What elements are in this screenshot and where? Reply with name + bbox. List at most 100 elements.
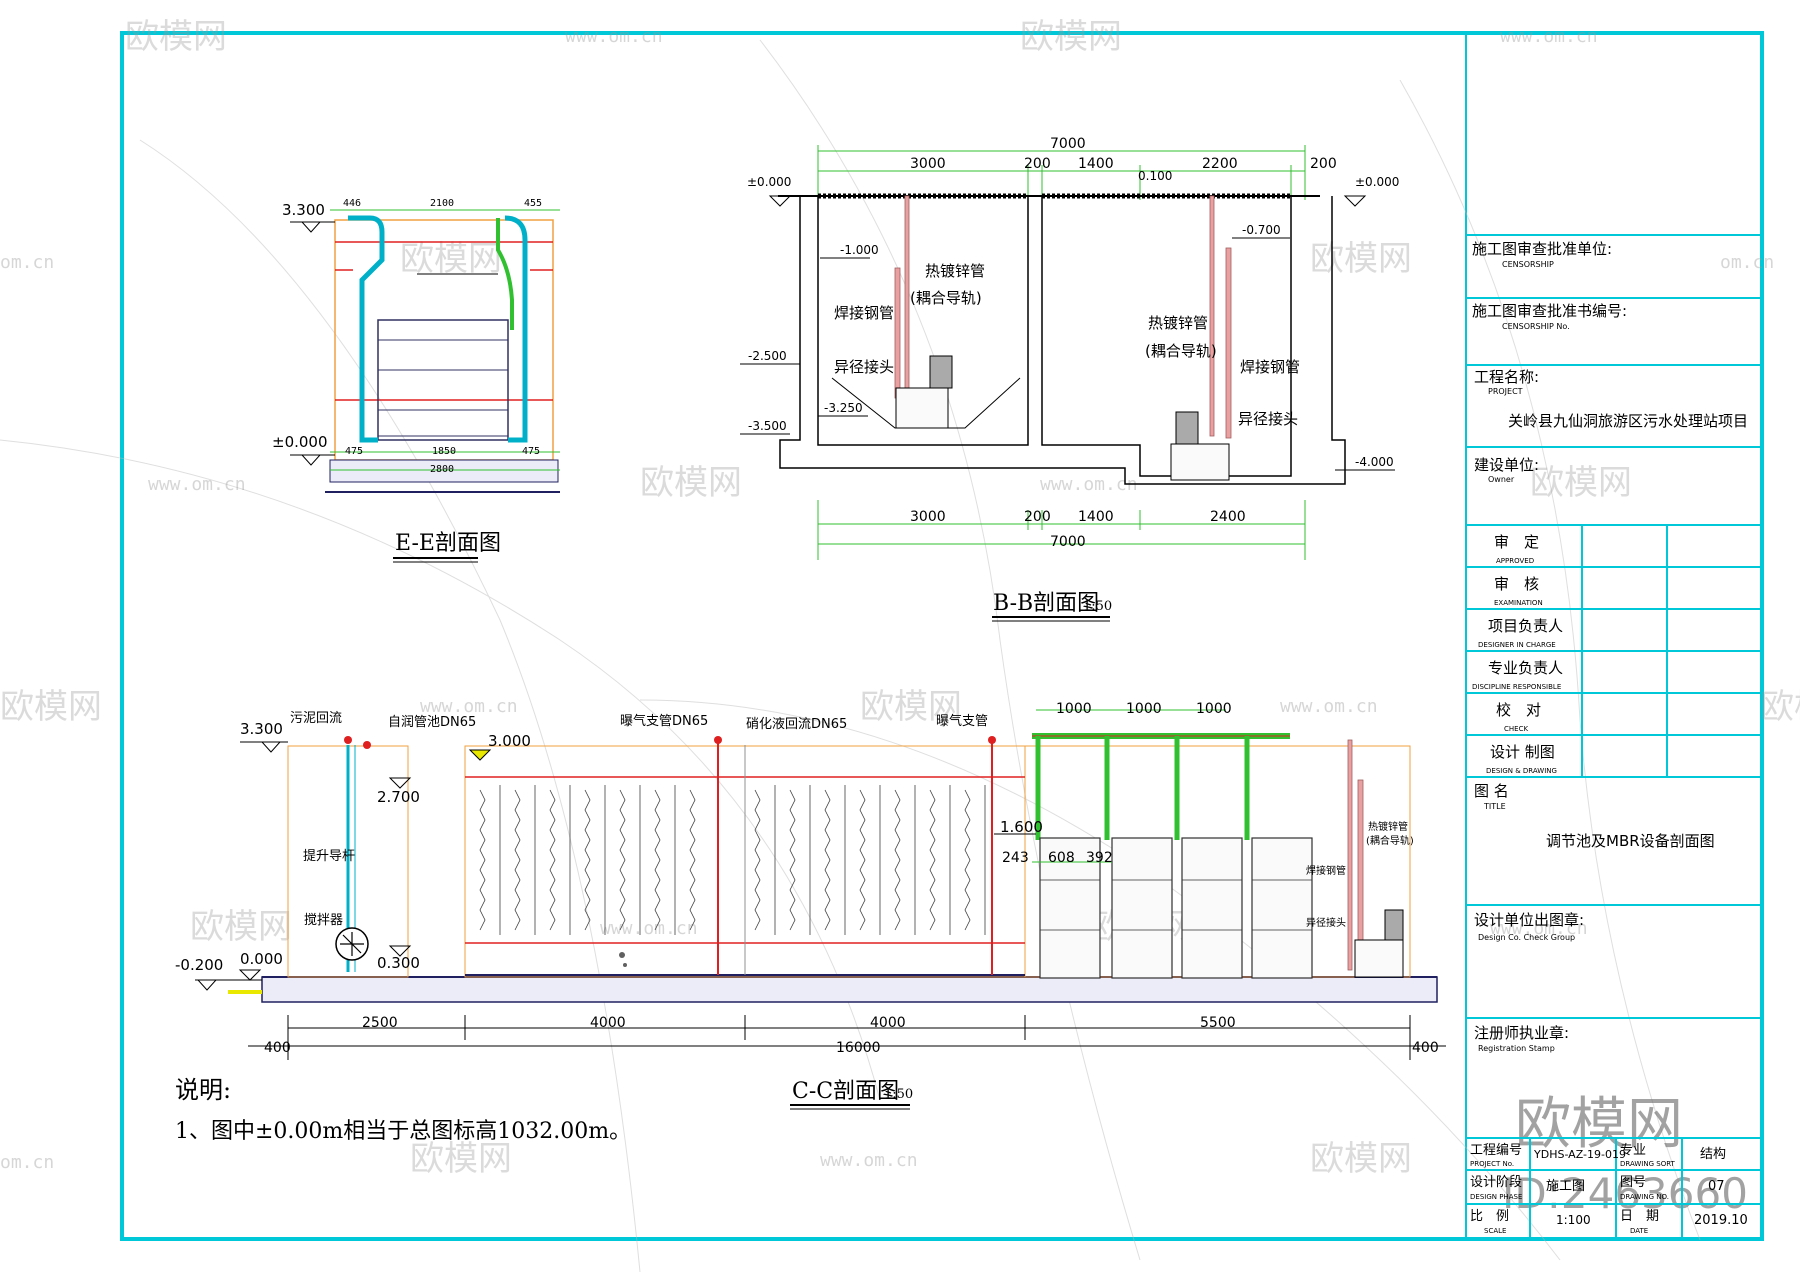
bb-elev-marker [1343, 195, 1367, 207]
bb-dim-bottom-4: 2400 [1210, 509, 1246, 525]
bb-elev-left: ±0.000 [747, 175, 791, 189]
bb-dim-bottom-3: 1400 [1078, 509, 1114, 525]
ee-elev-marker [300, 454, 322, 466]
cc-valve [363, 741, 371, 749]
tb-title-label-en: TITLE [1483, 802, 1506, 811]
membrane-sheet [859, 789, 866, 931]
bb-dim-total-bottom: 7000 [1050, 534, 1086, 550]
tb-censorship-no-en: CENSORSHIP No. [1502, 322, 1570, 331]
membrane-sheet [824, 789, 831, 931]
tb-censorship-unit-en: CENSORSHIP [1502, 260, 1554, 269]
bb-dim-top-2: 200 [1024, 156, 1051, 172]
bb-pump-body [1170, 443, 1230, 481]
cc-mem-dim-3: 392 [1086, 850, 1113, 866]
tb-date-en: DATE [1630, 1227, 1648, 1235]
bb-section-scale: 1:50 [1083, 599, 1112, 614]
cc-mem-dim-2: 608 [1048, 850, 1075, 866]
cc-dim-end-left: 400 [264, 1040, 291, 1056]
bb-elev-2: -2.500 [748, 349, 787, 363]
ee-pipe-right [504, 215, 528, 443]
tb-design-unit: 设计单位出图章: [1474, 911, 1584, 929]
watermark-brand: 欧模网 [1530, 463, 1632, 503]
watermark-url: www.om.cn [600, 918, 698, 939]
bb-elev-1: -1.000 [840, 243, 879, 257]
cc-label-lift-rod: 提升导杆 [303, 848, 355, 864]
cc-label-self-lube: 自润管池DN65 [388, 715, 476, 730]
bb-elev-6: -4.000 [1355, 455, 1394, 469]
cc-elev-2: 3.000 [488, 732, 531, 750]
cc-dim-bottom-4: 5500 [1200, 1015, 1236, 1031]
cc-bubble [623, 963, 627, 967]
watermark-url: www.om.cn [420, 696, 518, 717]
watermark-id: ID:2463660 [1502, 1169, 1748, 1218]
watermark-url: www.om.cn [148, 474, 246, 495]
watermark-brand: 欧模网 [410, 1139, 512, 1179]
cc-membrane-unit [1104, 736, 1173, 979]
tb-design-unit-en: Design Co. Check Group [1478, 933, 1575, 942]
tb-phase-en: DESIGN PHASE [1470, 1193, 1522, 1201]
bb-elev-marker [768, 195, 792, 207]
cc-pump-body [1354, 939, 1404, 978]
tb-role-examination: 审 核 [1494, 575, 1539, 593]
tb-project-no-label: 工程编号 [1470, 1143, 1522, 1158]
tb-date-value: 2019.10 [1694, 1213, 1748, 1228]
watermark-url: om.cn [0, 252, 54, 273]
membrane-sheet [549, 789, 556, 931]
watermark-layer: 欧模网 www.om.cn 欧模网 www.om.cn om.cn 欧模网 欧模… [0, 17, 1800, 1272]
bb-pump-body [895, 387, 949, 429]
tb-project-name: 关岭县九仙洞旅游区污水处理站项目 [1508, 412, 1748, 430]
tb-sort-en: DRAWING SORT [1620, 1160, 1676, 1168]
tb-phase-label: 设计阶段 [1470, 1175, 1522, 1190]
tb-date-label: 日 期 [1620, 1209, 1659, 1224]
watermark-brand: 欧模网 [860, 687, 962, 727]
tb-censorship-no: 施工图审查批准书编号: [1472, 302, 1627, 320]
tb-role-check-en: CHECK [1504, 725, 1528, 733]
ee-elev-top: 3.300 [282, 201, 325, 219]
ee-base-slab [329, 459, 559, 483]
bb-label-reducer-right: 异径接头 [1238, 410, 1298, 428]
tb-owner-label: 建设单位: [1474, 456, 1539, 474]
bb-section: 7000 3000 200 1400 2200 200 ±0.000 ±0.00… [740, 136, 1399, 622]
tb-role-designer-in-charge-en: DESIGNER IN CHARGE [1478, 641, 1556, 649]
ee-dim-total: 2800 [430, 464, 454, 475]
cc-elev-marker [238, 969, 262, 981]
membrane-sheet [689, 789, 696, 931]
ee-dim-top-1: 446 [343, 198, 361, 209]
membrane-sheet [654, 789, 661, 931]
cc-membrane-unit [1035, 736, 1101, 979]
cc-dim-end-right: 400 [1412, 1040, 1439, 1056]
bb-elev-mid: 0.100 [1138, 169, 1172, 183]
tb-stamp-en: Registration Stamp [1478, 1044, 1555, 1053]
ee-section: 3.300 ±0.000 446 2100 455 475 1850 475 2… [272, 198, 560, 563]
cc-section: 1000 1000 1000 243 608 392 污泥回流 自润管池DN65… [175, 701, 1446, 1110]
tb-drawing-no-label: 图号 [1620, 1175, 1646, 1190]
cc-top-dim-3: 1000 [1196, 701, 1232, 717]
tb-project-label-en: PROJECT [1488, 387, 1523, 396]
cc-mixer-blades [340, 932, 364, 956]
bb-outer-wall [779, 196, 1346, 485]
watermark-brand: 欧模网 [1310, 239, 1412, 279]
ee-elev-marker [300, 221, 322, 233]
ee-pipe-left [348, 215, 385, 443]
tb-project-no-en: PROJECT No. [1470, 1160, 1514, 1168]
ee-dim-bottom-2: 1850 [432, 446, 456, 457]
bb-dim-top-3: 1400 [1078, 156, 1114, 172]
tb-drawing-no-en: DRAWING NO. [1620, 1193, 1669, 1201]
cc-membrane-box [1251, 837, 1313, 979]
cc-elev-marker [260, 741, 282, 753]
cc-membrane-box [1111, 837, 1173, 979]
membrane-sheet [894, 789, 901, 931]
cc-valve [344, 736, 352, 744]
cc-bubble [619, 952, 625, 958]
bb-pipe-right-guide [1209, 195, 1215, 437]
membrane-sheet [514, 789, 521, 931]
cc-label-nitrified-return: 硝化液回流DN65 [746, 717, 847, 732]
tb-sort-label: 专业 [1620, 1143, 1646, 1158]
cc-label-welded-pipe: 焊接钢管 [1306, 864, 1346, 877]
notes-heading: 说明: [175, 1076, 231, 1104]
cc-label-mixer: 搅拌器 [304, 912, 343, 928]
cc-valve [714, 736, 722, 744]
tb-role-discipline: 专业负责人 [1488, 659, 1563, 677]
bb-label-coupling-right: (耦合导轨) [1145, 342, 1217, 360]
tb-role-designer-in-charge: 项目负责人 [1488, 617, 1563, 635]
